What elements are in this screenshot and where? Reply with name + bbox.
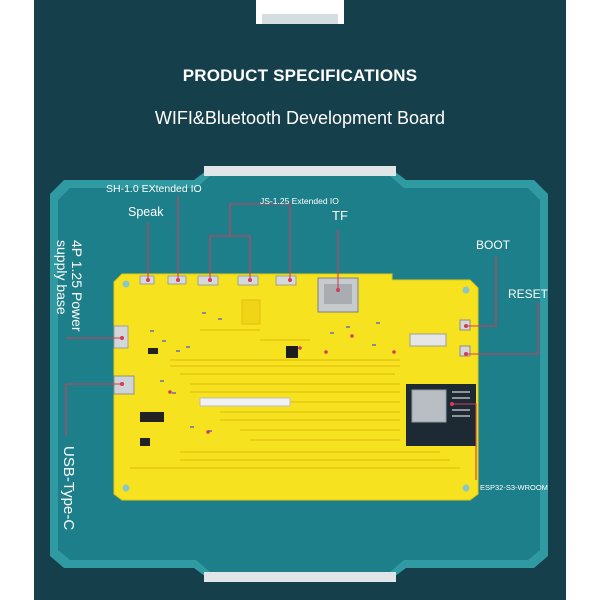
small-parts (150, 312, 380, 432)
speak-label: Speak (128, 205, 164, 219)
sh-io-label: SH-1.0 EXtended IO (106, 183, 202, 195)
page-subtitle: WIFI&Bluetooth Development Board (154, 108, 446, 128)
esp32-module-shield (411, 389, 447, 423)
top-notch (256, 0, 344, 24)
js-io-label: JS-1.25 Extended IO (260, 196, 339, 206)
callout-dots (120, 278, 468, 434)
boot-label: BOOT (476, 238, 511, 252)
frame-bottom-notch (204, 572, 396, 582)
tf-label: TF (332, 208, 348, 223)
page-title: PRODUCT SPECIFICATIONS (182, 66, 418, 85)
usb-type-c-port (113, 375, 135, 395)
usb-type-c-label: USB-Type-C (60, 446, 77, 531)
tf-card-slot-inner (324, 284, 352, 304)
mounting-holes (122, 280, 470, 492)
callout-lines (65, 196, 539, 480)
module-label: ESP32-S3-WROOM (480, 483, 548, 492)
frame-top-notch (204, 166, 396, 176)
power-supply-label: 4P 1.25 Power supply base (54, 240, 85, 332)
reset-label: RESET (508, 287, 549, 301)
